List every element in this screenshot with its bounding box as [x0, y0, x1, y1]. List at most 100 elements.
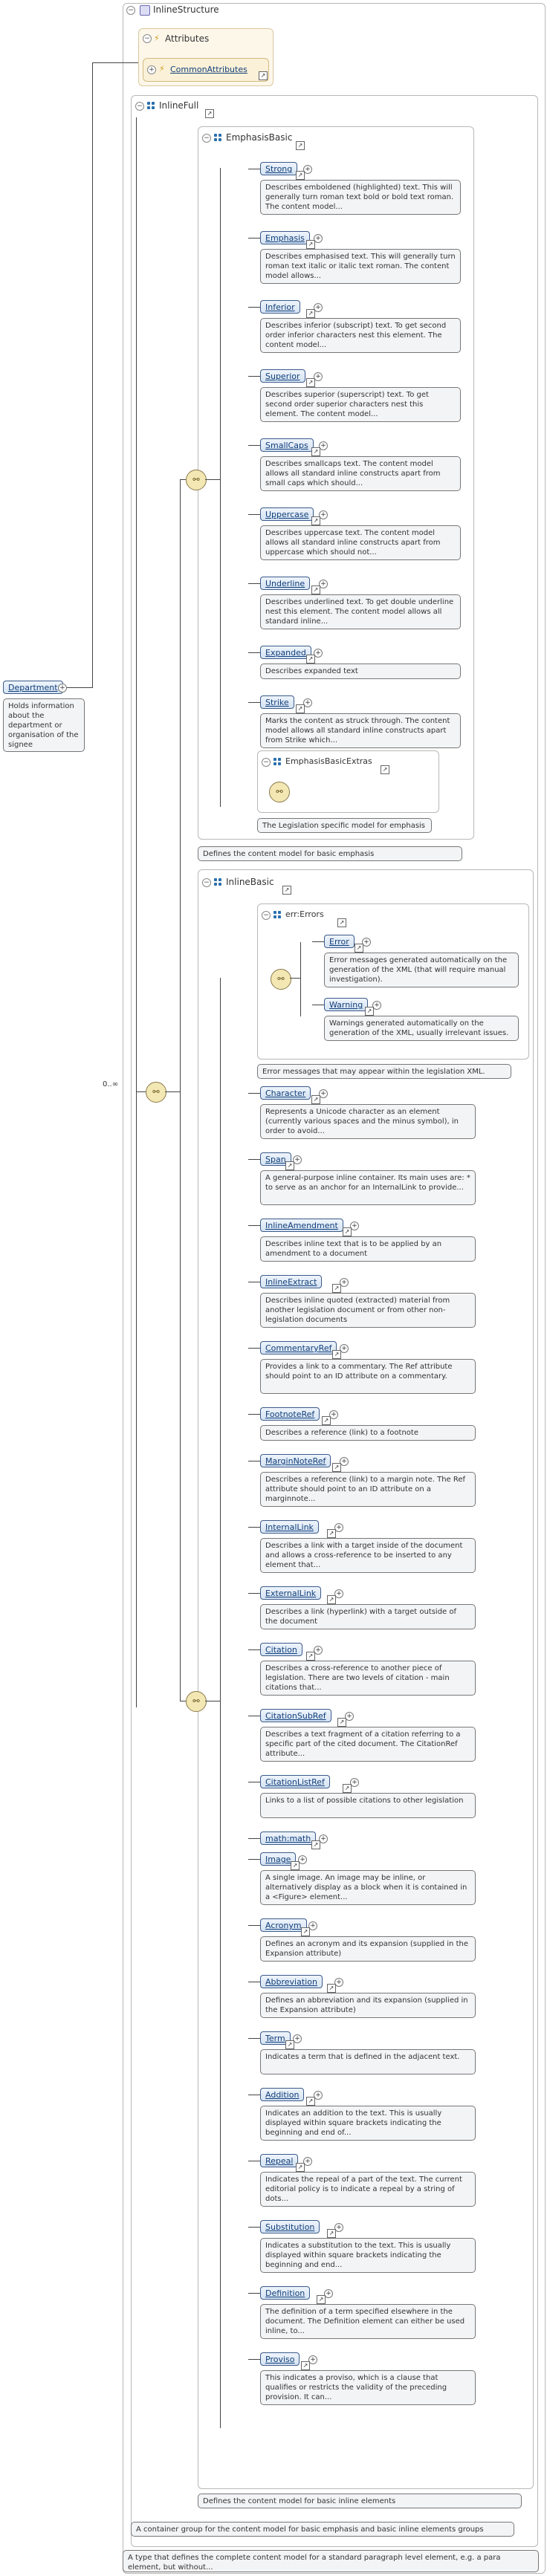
expand-icon[interactable]: + [340, 1457, 349, 1466]
expand-icon[interactable]: + [319, 510, 328, 519]
link-icon[interactable]: ↗ [306, 378, 315, 387]
internallink-element[interactable]: InternalLink [260, 1520, 319, 1534]
collapse-toggle[interactable]: − [262, 911, 271, 920]
expand-icon[interactable]: + [303, 2157, 312, 2166]
link-icon[interactable]: ↗ [311, 447, 320, 456]
character-element[interactable]: Character [260, 1086, 311, 1100]
expand-icon[interactable]: + [340, 1278, 349, 1287]
link-icon[interactable]: ↗ [282, 886, 291, 895]
expand-icon[interactable]: + [314, 234, 323, 243]
link-icon[interactable]: ↗ [322, 1416, 331, 1425]
expand-icon[interactable]: + [314, 1646, 323, 1655]
externallink-element[interactable]: ExternalLink [260, 1586, 322, 1600]
expand-icon[interactable]: + [298, 1855, 307, 1864]
expand-icon[interactable]: + [334, 1589, 343, 1598]
department-element[interactable]: Department [3, 681, 63, 694]
link-icon[interactable]: ↗ [311, 516, 320, 525]
collapse-toggle[interactable]: − [143, 34, 152, 43]
addition-element[interactable]: Addition [260, 2088, 305, 2101]
link-icon[interactable]: ↗ [343, 1784, 352, 1793]
collapse-toggle[interactable]: − [126, 6, 135, 15]
definition-element[interactable]: Definition [260, 2286, 311, 2300]
smallcaps-element[interactable]: SmallCaps [260, 438, 314, 452]
link-icon[interactable]: ↗ [327, 1529, 336, 1538]
emphasis-element[interactable]: Emphasis [260, 231, 310, 244]
error-element[interactable]: Error [324, 935, 355, 948]
link-icon[interactable]: ↗ [343, 1227, 352, 1236]
expand-icon[interactable]: + [340, 1344, 349, 1353]
expand-icon[interactable]: + [372, 1001, 381, 1010]
common-attributes-label[interactable]: CommonAttributes [170, 65, 247, 74]
link-icon[interactable]: ↗ [285, 1161, 294, 1170]
footnoteref-element[interactable]: FootnoteRef [260, 1407, 320, 1421]
marginnoteref-element[interactable]: MarginNoteRef [260, 1454, 331, 1467]
link-icon[interactable]: ↗ [301, 2361, 310, 2370]
link-icon[interactable]: ↗ [306, 309, 315, 318]
expand-icon[interactable]: + [329, 1410, 338, 1419]
expand-icon[interactable]: + [303, 698, 312, 707]
link-icon[interactable]: ↗ [301, 1927, 310, 1936]
link-icon[interactable]: ↗ [291, 1861, 300, 1870]
underline-element[interactable]: Underline [260, 577, 311, 590]
citation-element[interactable]: Citation [260, 1643, 302, 1656]
expand-icon[interactable]: + [319, 580, 328, 588]
proviso-element[interactable]: Proviso [260, 2352, 300, 2366]
link-icon[interactable]: ↗ [365, 1007, 374, 1016]
expand-icon[interactable]: + [308, 1921, 317, 1930]
abbreviation-element[interactable]: Abbreviation [260, 1975, 323, 1988]
link-icon[interactable]: ↗ [296, 704, 305, 713]
expand-icon[interactable]: + [319, 441, 328, 450]
expand-icon[interactable]: + [293, 1155, 302, 1164]
link-icon[interactable]: ↗ [355, 944, 363, 953]
collapse-toggle[interactable]: − [262, 758, 271, 767]
link-icon[interactable]: ↗ [381, 765, 389, 774]
expand-toggle[interactable]: + [147, 65, 156, 74]
strike-element[interactable]: Strike [260, 695, 294, 709]
inlineamendment-element[interactable]: InlineAmendment [260, 1219, 343, 1232]
citationlistref-element[interactable]: CitationListRef [260, 1775, 330, 1788]
expand-icon[interactable]: + [324, 2289, 333, 2298]
expand-icon[interactable]: + [303, 165, 312, 174]
warning-element[interactable]: Warning [324, 998, 369, 1011]
link-icon[interactable]: ↗ [327, 1595, 336, 1604]
repeal-element[interactable]: Repeal [260, 2154, 299, 2167]
link-icon[interactable]: ↗ [311, 1840, 320, 1849]
expand-icon[interactable]: + [334, 1523, 343, 1532]
expand-icon[interactable]: + [308, 2355, 317, 2364]
span-element[interactable]: Span [260, 1152, 291, 1166]
commentaryref-element[interactable]: CommentaryRef [260, 1341, 337, 1354]
substitution-element[interactable]: Substitution [260, 2220, 320, 2233]
link-icon[interactable]: ↗ [296, 141, 305, 150]
expand-icon[interactable]: + [314, 2091, 323, 2100]
link-icon[interactable]: ↗ [296, 2163, 305, 2172]
expand-icon[interactable]: + [319, 1089, 328, 1098]
collapse-toggle[interactable]: − [202, 878, 211, 887]
collapse-toggle[interactable]: − [135, 102, 144, 111]
link-icon[interactable]: ↗ [296, 171, 305, 180]
link-icon[interactable]: ↗ [311, 1095, 320, 1104]
term-element[interactable]: Term [260, 2031, 291, 2045]
expand-icon[interactable]: + [350, 1778, 359, 1787]
link-icon[interactable]: ↗ [317, 2295, 326, 2304]
link-icon[interactable]: ↗ [337, 1718, 346, 1727]
link-icon[interactable]: ↗ [327, 1984, 336, 1993]
link-icon[interactable]: ↗ [332, 1284, 341, 1293]
expanded-element[interactable]: Expanded [260, 646, 311, 659]
expand-icon[interactable]: + [362, 938, 371, 947]
link-icon[interactable]: ↗ [306, 1652, 315, 1661]
link-icon[interactable]: ↗ [337, 918, 346, 927]
acronym-element[interactable]: Acronym [260, 1918, 307, 1932]
strong-element[interactable]: Strong [260, 162, 298, 175]
citationsubref-element[interactable]: CitationSubRef [260, 1709, 331, 1722]
expand-icon[interactable]: + [334, 2223, 343, 2232]
inferior-element[interactable]: Inferior [260, 300, 300, 314]
link-icon[interactable]: ↗ [259, 71, 268, 80]
math-math-element[interactable]: math:math [260, 1832, 317, 1845]
expand-icon[interactable]: + [314, 303, 323, 312]
link-icon[interactable]: ↗ [205, 109, 214, 118]
superior-element[interactable]: Superior [260, 369, 305, 383]
link-icon[interactable]: ↗ [332, 1463, 341, 1472]
expand-icon[interactable]: + [350, 1222, 359, 1230]
inlineextract-element[interactable]: InlineExtract [260, 1275, 323, 1288]
expand-icon[interactable]: + [293, 2034, 302, 2043]
